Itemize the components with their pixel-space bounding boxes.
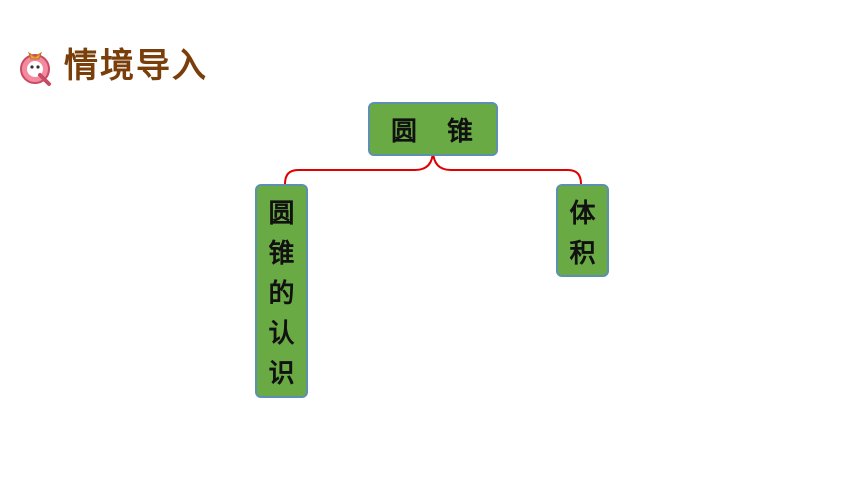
- child-node-volume: 体 积: [556, 184, 609, 277]
- page-title: 情境导入: [64, 46, 208, 86]
- node-char: 圆: [268, 199, 295, 229]
- node-char: 的: [268, 279, 295, 309]
- section-header: 情境导入: [16, 44, 208, 88]
- node-char: 认: [268, 319, 295, 349]
- root-node-cone: 圆 锥: [368, 102, 498, 156]
- node-char: 体: [569, 199, 596, 229]
- child-node-cone-recognition: 圆 锥 的 认 识: [255, 184, 308, 398]
- node-char: 锥: [268, 239, 295, 269]
- node-char: 识: [268, 359, 295, 389]
- q-mascot-icon: [16, 45, 56, 87]
- node-char: 积: [569, 239, 596, 269]
